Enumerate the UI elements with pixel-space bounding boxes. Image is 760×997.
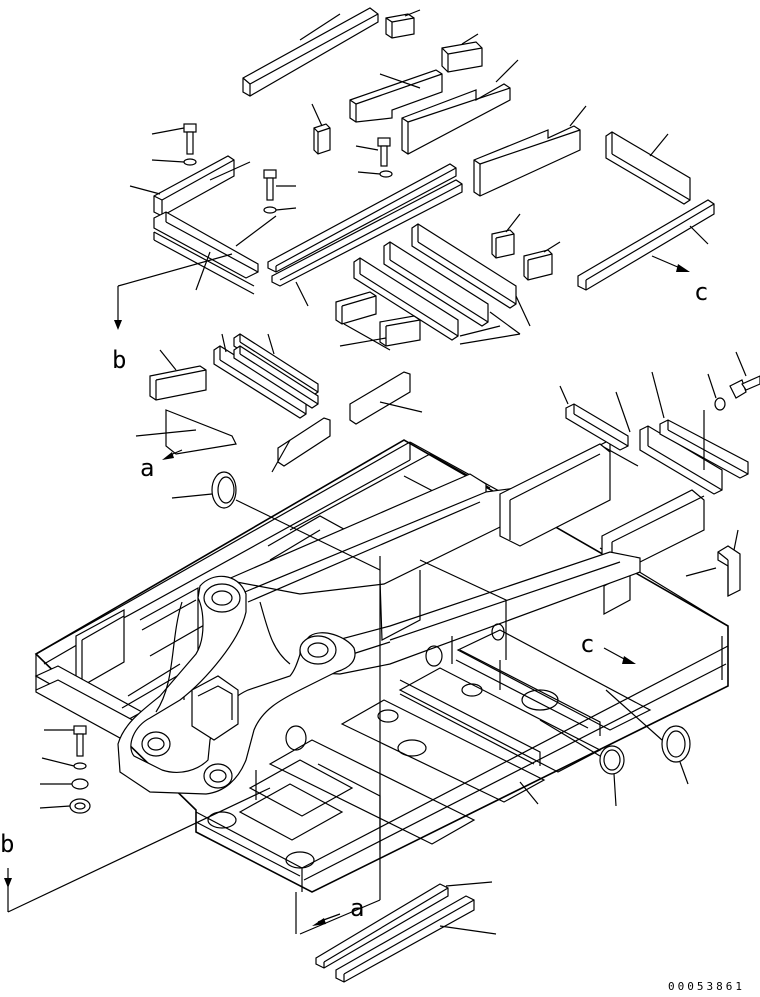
arrow-c-lower: c	[580, 630, 636, 664]
right-upper-plate	[473, 105, 587, 197]
left-pad-1	[149, 349, 207, 401]
arrow-c-upper: c	[651, 255, 708, 306]
angled-plate-2	[401, 59, 519, 155]
center-rail-2	[271, 179, 463, 307]
arrow-b-lower: b	[0, 787, 271, 913]
arrow-a-upper: a	[140, 449, 183, 482]
label-a-lower: a	[350, 894, 364, 922]
pad-middle-1	[491, 213, 521, 259]
center-leader-vertical	[299, 556, 539, 935]
label-a-upper: a	[140, 454, 154, 482]
bottom-strip-1	[315, 881, 493, 969]
seal-ring-upper	[171, 471, 381, 571]
left-rail-stack	[233, 333, 319, 409]
main-frame	[34, 439, 729, 893]
top-long-strip	[242, 7, 379, 97]
stacked-plate-2	[383, 241, 489, 327]
center-rail-1	[267, 163, 457, 273]
right-rail-piece-1	[559, 385, 629, 451]
label-c-upper: c	[694, 278, 708, 306]
top-pad-1	[385, 9, 421, 39]
left-angled-pad	[135, 409, 237, 455]
pad-lower-2	[339, 315, 421, 347]
top-pad-2	[441, 33, 483, 73]
small-block	[311, 103, 331, 155]
left-rail-assembly	[129, 155, 277, 295]
right-box-plate	[605, 131, 691, 205]
pad-middle-2	[523, 241, 561, 281]
seal-ring-right-2	[539, 719, 625, 807]
stacked-plate-1	[411, 223, 517, 309]
arrow-b-upper: b	[112, 253, 233, 374]
bottom-strip-2	[335, 895, 497, 983]
label-c-lower: c	[580, 630, 594, 658]
label-b-lower: b	[0, 830, 14, 858]
angled-plate-1	[349, 69, 443, 123]
left-stack-pad	[213, 333, 307, 419]
label-b-upper: b	[112, 346, 126, 374]
drawing-number: 00053861	[668, 980, 745, 993]
pad-lower-1	[335, 291, 391, 351]
bolt-upper-left-1	[151, 123, 197, 166]
right-end-bracket	[685, 529, 741, 597]
bolt-upper-left-2	[263, 169, 297, 214]
boom-bracket	[117, 575, 356, 795]
lower-left-bolt	[39, 725, 91, 814]
stacked-plate-leaders	[459, 295, 531, 345]
bolt-upper-center	[355, 137, 393, 178]
stacked-plate-3	[353, 257, 459, 341]
center-angled-pad-2	[349, 371, 423, 425]
seal-ring-right-1	[605, 689, 691, 785]
right-plate-with-bolt	[615, 351, 760, 495]
center-angled-pad-1	[271, 417, 331, 473]
right-long-rail	[577, 199, 715, 291]
arrow-a-lower: a	[295, 892, 364, 934]
